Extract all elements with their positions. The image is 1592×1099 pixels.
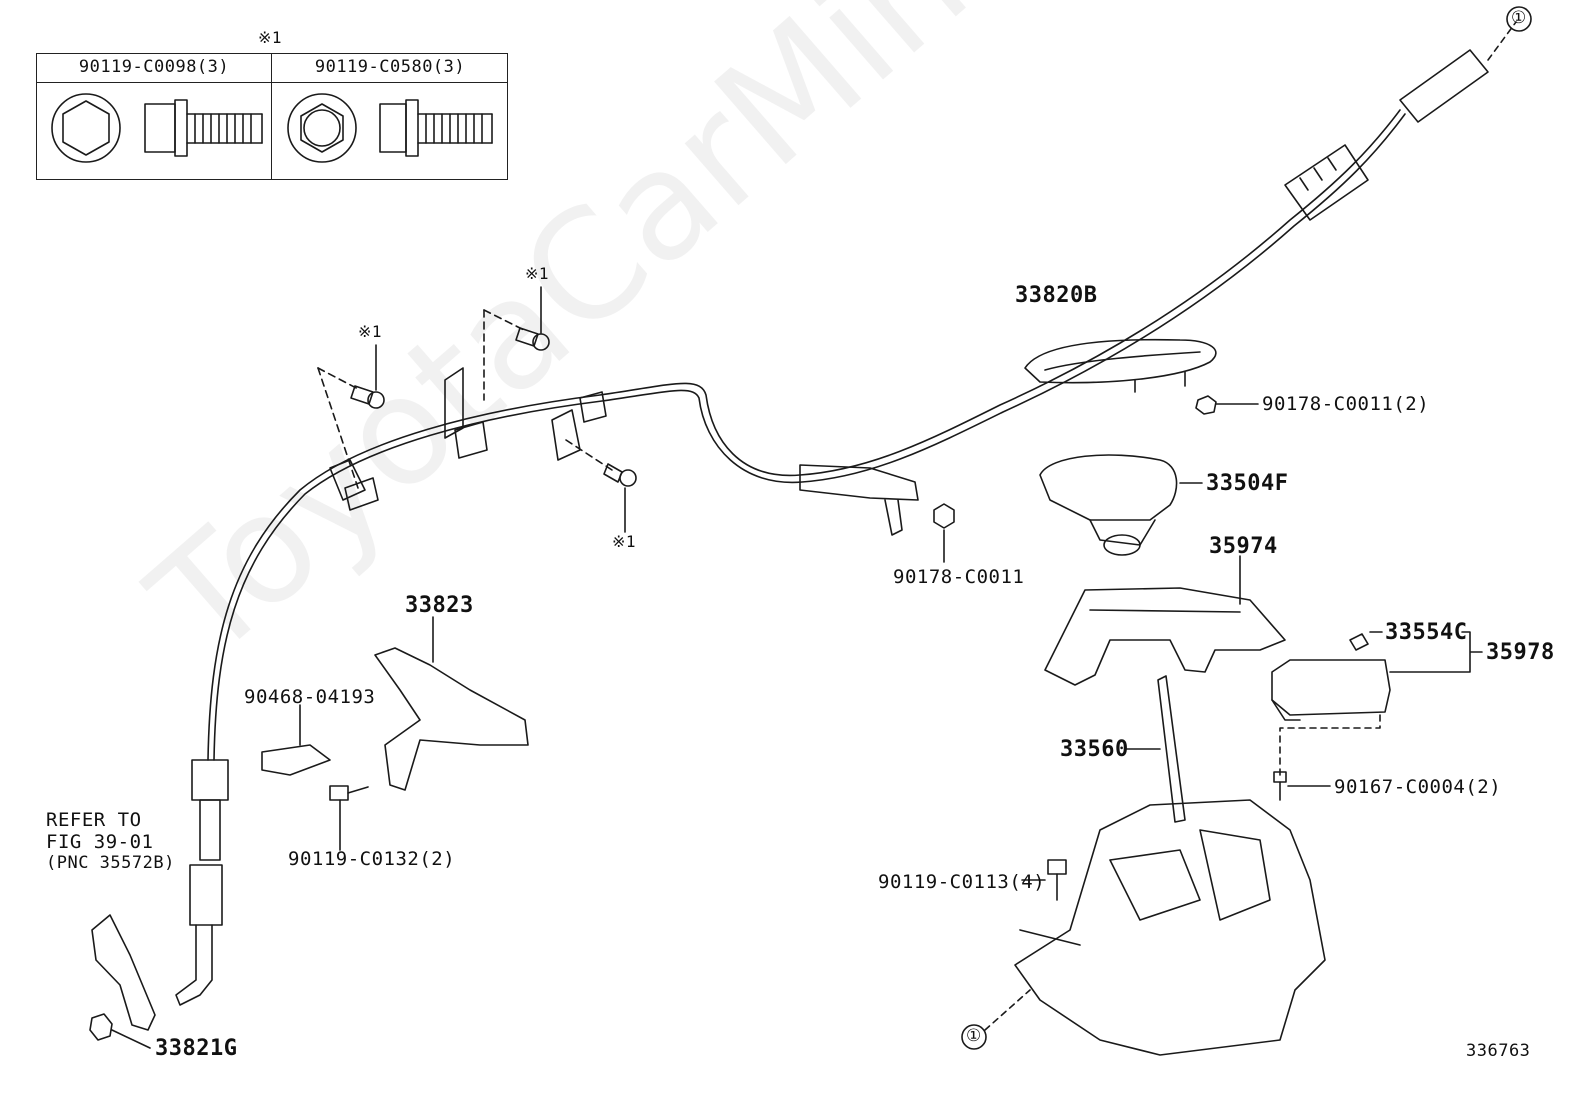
refer-note-line-1: REFER TO — [46, 809, 142, 831]
bolt-icon-5 — [1021, 859, 1067, 901]
shift-housing-shape — [1044, 555, 1286, 686]
shift-knob-shape — [1039, 454, 1203, 556]
flange-bolt-icon-1 — [144, 99, 263, 157]
bolt-icon-4 — [1273, 771, 1331, 801]
hex-head-icon-1 — [51, 93, 121, 163]
bolt-icon-1 — [350, 385, 385, 409]
shift-cable — [207, 109, 1401, 761]
label-knob: 33504F — [1206, 471, 1289, 496]
cable-bracket-shape — [1024, 338, 1217, 393]
flange-bolt-icon-2 — [379, 99, 493, 157]
reference-mark: ※1 — [258, 28, 283, 47]
clamp-bracket-2 — [444, 367, 488, 459]
connector-marker-2 — [961, 1024, 987, 1050]
label-bolt-bracket: 90119-C0132(2) — [288, 848, 456, 870]
label-nut-single: 90178-C0011 — [893, 566, 1025, 588]
connector-label-2: ① — [966, 1026, 982, 1046]
bolt-mark-2: ※1 — [525, 264, 550, 283]
nut-icon-1 — [1195, 395, 1259, 415]
nut-icon-2 — [933, 503, 955, 563]
refer-note-line-3: (PNC 35572B) — [46, 853, 175, 873]
bolt-icon-3 — [603, 463, 637, 487]
shift-base-shape — [984, 799, 1326, 1056]
label-bolt-assy: 90167-C0004(2) — [1334, 776, 1502, 798]
connector-marker-1 — [1506, 6, 1532, 32]
label-nut-pair: 90178-C0011(2) — [1262, 393, 1430, 415]
reference-col-2: 90119-C0580(3) — [314, 57, 466, 77]
cable-end-upper — [1284, 49, 1489, 221]
label-bolt-base: 90119-C0113(4) — [878, 871, 1046, 893]
bolt-icon-2 — [515, 327, 550, 351]
label-assy: 35978 — [1486, 640, 1555, 665]
label-cable: 33820B — [1015, 283, 1098, 308]
retainer-clip-shape — [261, 704, 331, 776]
clamp-bracket-1 — [329, 459, 379, 511]
selector-lever-shape — [89, 914, 156, 1049]
shift-lever-shape — [1124, 675, 1186, 823]
control-unit-shape — [1271, 631, 1483, 721]
label-lever: 33560 — [1060, 737, 1129, 762]
bracket-shape — [374, 616, 529, 791]
label-bracket: 33823 — [405, 593, 474, 618]
cable-end-lower — [175, 759, 229, 1006]
bolt-mark-1: ※1 — [358, 322, 383, 341]
label-clip: 33554C — [1385, 620, 1468, 645]
refer-note-line-2: FIG 39-01 — [46, 831, 154, 853]
label-housing: 35974 — [1209, 534, 1278, 559]
cable-mount-bracket — [799, 464, 919, 536]
hex-head-icon-2 — [287, 93, 357, 163]
connector-label-1: ① — [1511, 8, 1527, 28]
reference-table: 90119-C0098(3) 90119-C0580(3) — [36, 53, 508, 180]
label-bushing: 33821G — [155, 1036, 238, 1061]
bolt-mark-3: ※1 — [612, 532, 637, 551]
label-retainer: 90468-04193 — [244, 686, 376, 708]
figure-number: 336763 — [1466, 1041, 1531, 1061]
bolt-icon-6 — [329, 785, 369, 851]
reference-col-1: 90119-C0098(3) — [78, 57, 230, 77]
